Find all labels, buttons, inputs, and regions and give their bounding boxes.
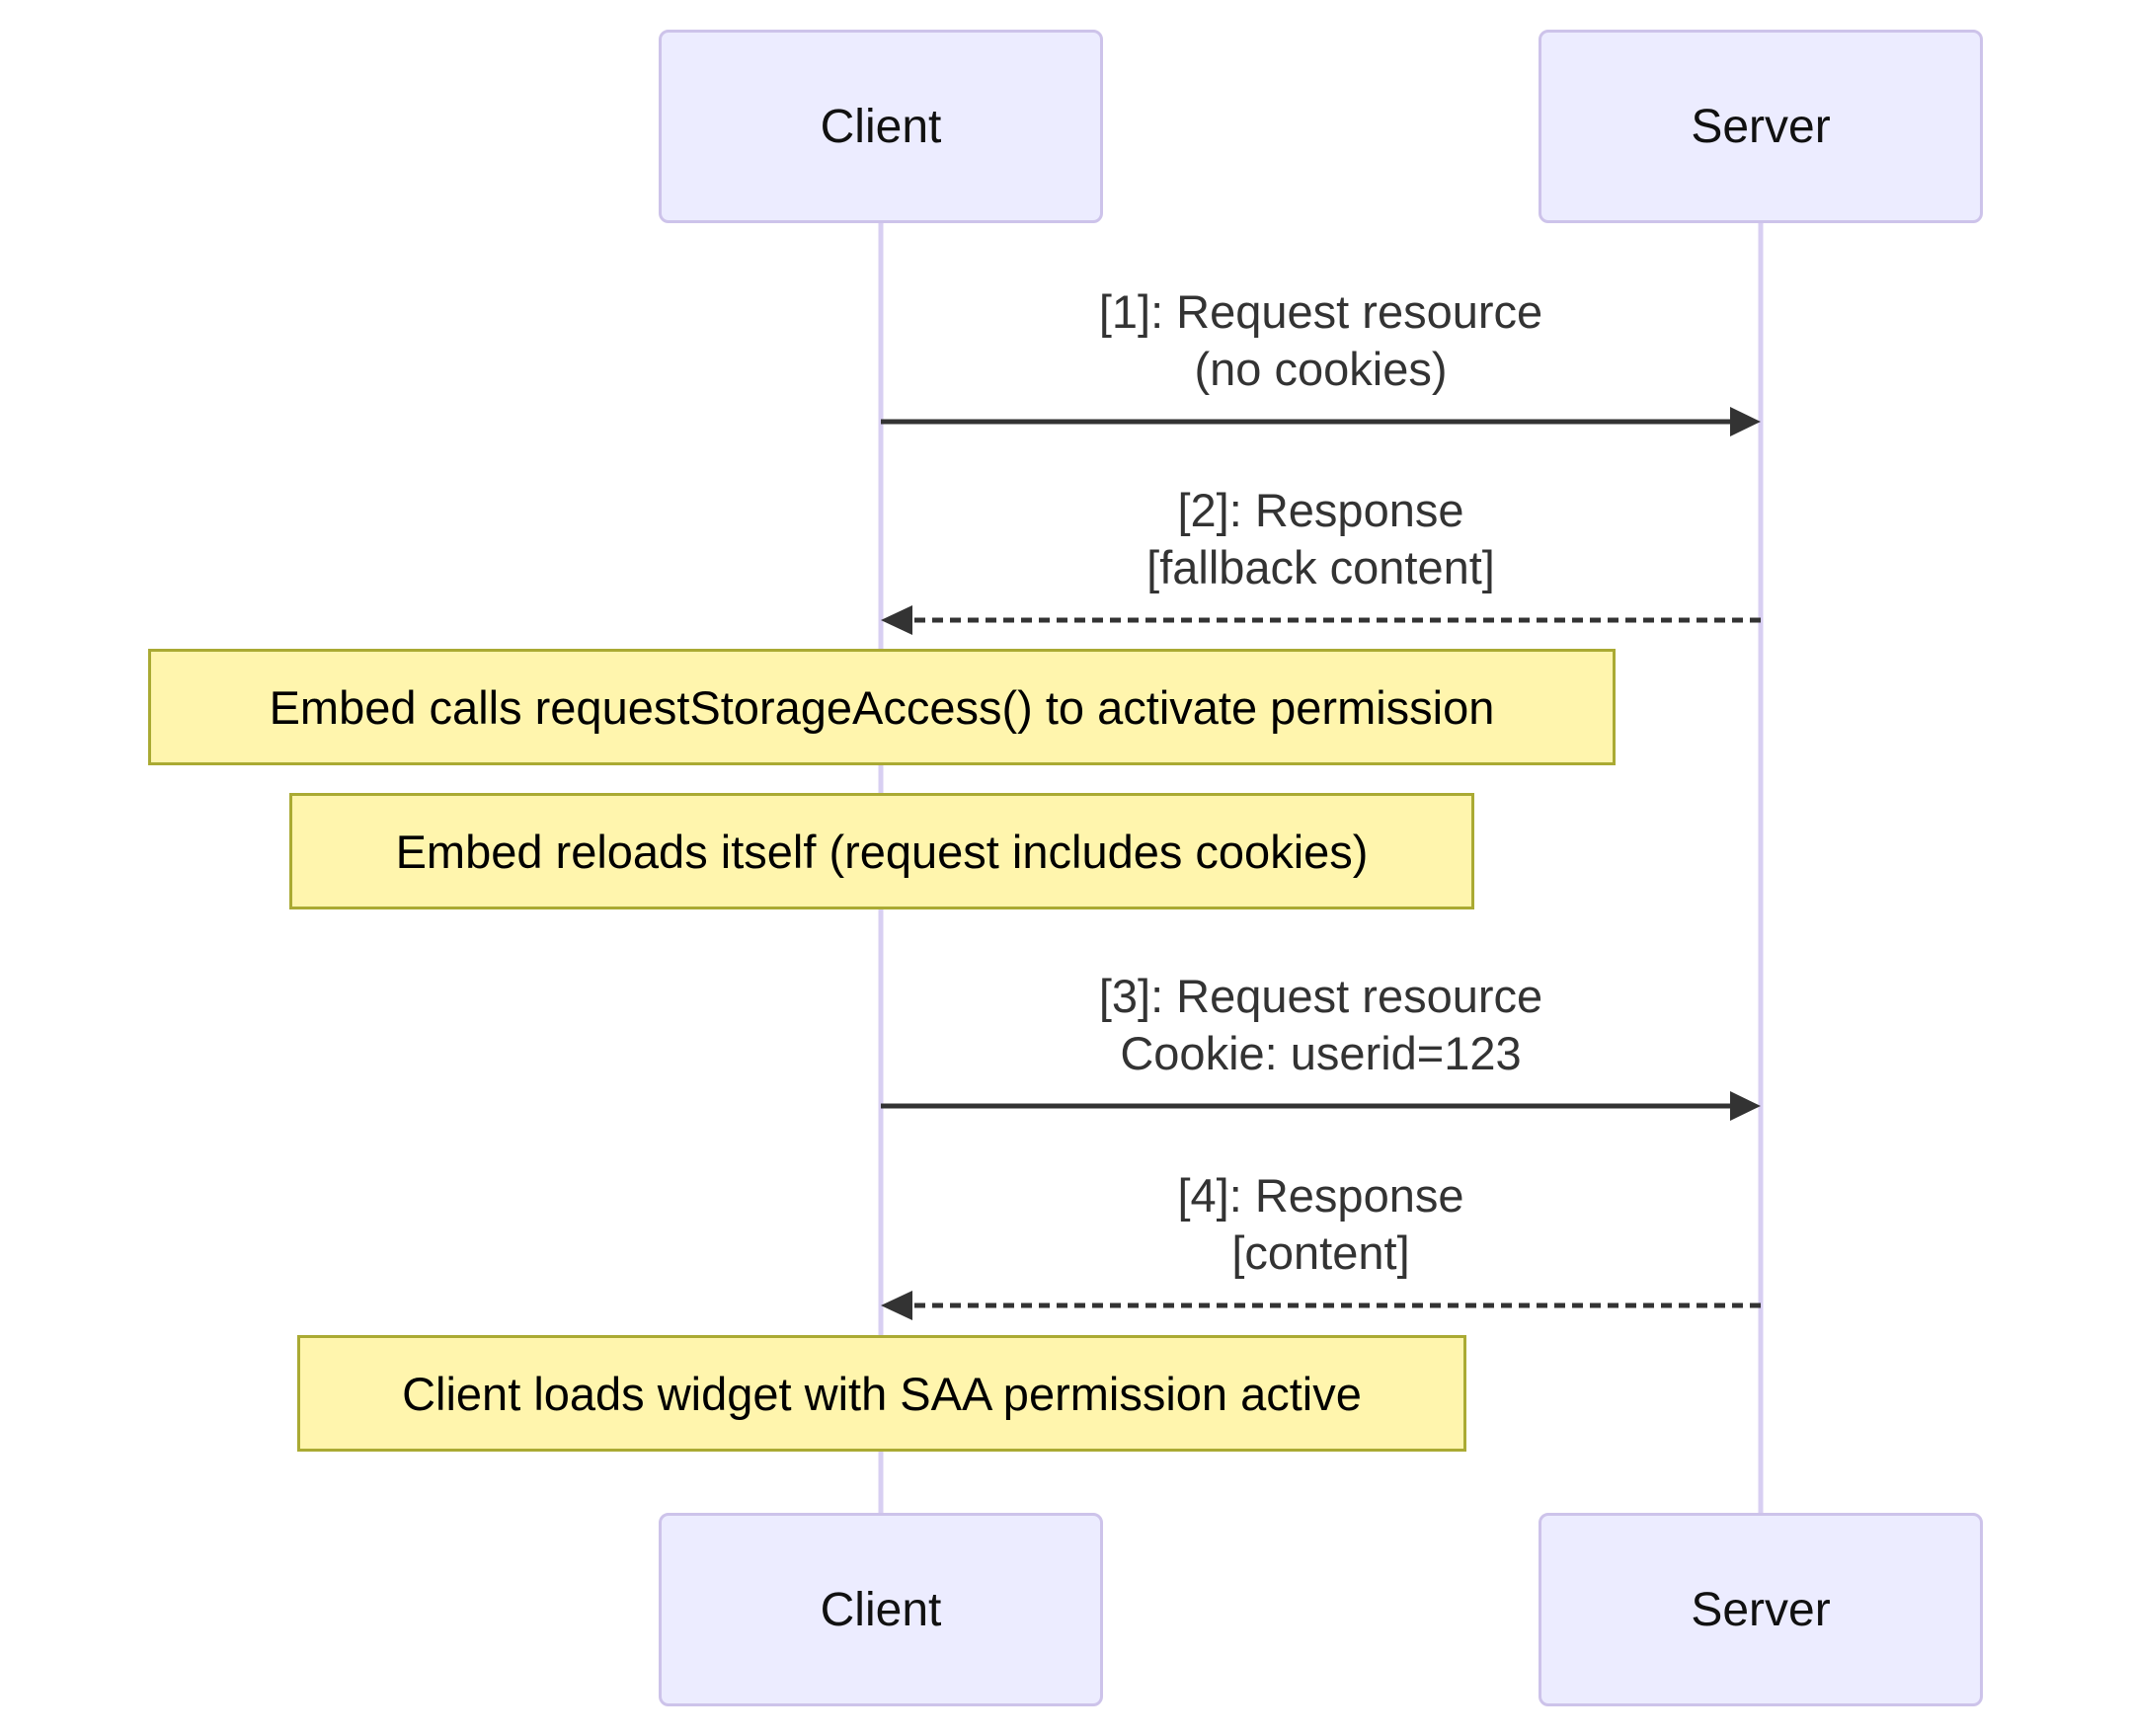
message-arrow-1 (881, 407, 1761, 436)
actor-server-bottom: Server (1539, 1513, 1983, 1706)
message-arrow-3 (881, 1091, 1761, 1121)
arrowhead-left-icon (881, 605, 912, 635)
note-1-text: Embed calls requestStorageAccess() to ac… (269, 680, 1495, 734)
message-arrow-4 (881, 1291, 1761, 1320)
actor-client-bottom-label: Client (820, 1583, 942, 1636)
actor-client-top: Client (659, 30, 1103, 223)
note-request-storage-access: Embed calls requestStorageAccess() to ac… (148, 649, 1616, 765)
note-client-loads-widget: Client loads widget with SAA permission … (297, 1335, 1466, 1452)
arrowhead-right-icon (1730, 1091, 1761, 1121)
note-embed-reloads: Embed reloads itself (request includes c… (289, 793, 1474, 909)
note-2-text: Embed reloads itself (request includes c… (395, 825, 1369, 878)
note-3-text: Client loads widget with SAA permission … (402, 1367, 1362, 1420)
arrowhead-left-icon (881, 1291, 912, 1320)
actor-client-bottom: Client (659, 1513, 1103, 1706)
message-arrow-2 (881, 605, 1761, 635)
message-4-label: [4]: Response [content] (1177, 1169, 1464, 1279)
actor-server-bottom-label: Server (1691, 1583, 1831, 1636)
message-2-label: [2]: Response [fallback content] (1146, 484, 1495, 593)
actor-client-top-label: Client (820, 100, 942, 153)
arrowhead-right-icon (1730, 407, 1761, 436)
message-3-label: [3]: Request resource Cookie: userid=123 (1098, 970, 1543, 1079)
actor-server-top: Server (1539, 30, 1983, 223)
actor-server-top-label: Server (1691, 100, 1831, 153)
message-1-label: [1]: Request resource (no cookies) (1098, 285, 1543, 395)
